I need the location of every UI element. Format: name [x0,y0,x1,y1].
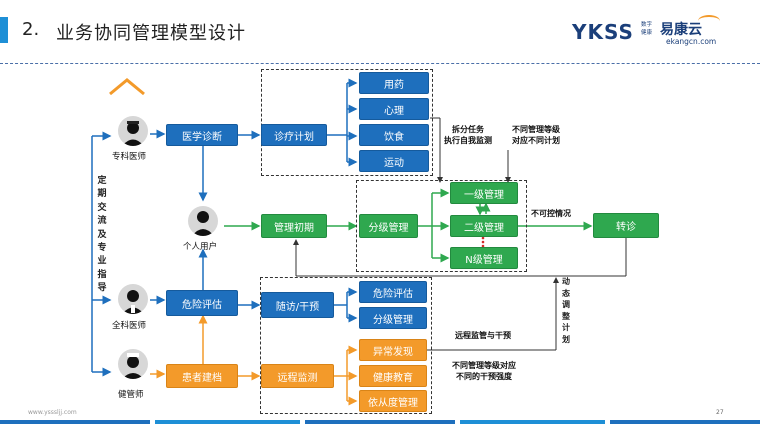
side-note: 定期交流及专业指导 [97,176,107,294]
node-levelN[interactable]: N级管理 [450,247,518,269]
node-referral[interactable]: 转诊 [593,213,659,238]
footer-page-number: 27 [716,409,724,416]
node-psychology[interactable]: 心理 [359,98,429,120]
page-title: 业务协同管理模型设计 [56,23,246,44]
doctor-icon [122,121,144,146]
node-exercise[interactable]: 运动 [359,150,429,172]
node-level1[interactable]: 一级管理 [450,182,518,204]
physician-icon [122,290,144,314]
chevron-up-icon [109,78,145,96]
node-management-init[interactable]: 管理初期 [261,214,327,238]
footer-site: www.ysssljj.com [28,409,77,416]
header-divider [0,63,760,64]
annotation-uncontrollable: 不可控情况 [531,209,571,218]
node-diet[interactable]: 饮食 [359,124,429,146]
node-remote-monitoring[interactable]: 远程监测 [261,364,334,388]
intervention-group-frame [260,277,432,414]
gp-label: 全科医师 [112,321,147,331]
annotation-split-tasks: 拆分任务 执行自我监测 [444,125,492,145]
treatment-group-frame [261,69,433,176]
node-patient-record[interactable]: 患者建档 [166,364,238,388]
brand-logo: YKSS 数字 健康 易康云 ekangcn.com [572,15,732,48]
node-risk-assessment[interactable]: 危险评估 [166,290,238,316]
logo-tag-2: 健康 [641,30,653,36]
manager-label: 健管师 [118,390,144,400]
annotation-intensity: 不同管理等级对应 不同的干预强度 [452,361,516,381]
nurse-icon [122,353,144,379]
annotation-diff-levels: 不同管理等级 对应不同计划 [512,125,560,145]
annotation-remote-supervision: 远程监管与干预 [455,331,511,340]
node-compliance[interactable]: 依从度管理 [359,390,427,412]
manager-avatar [118,349,148,379]
logo-tag-1: 数字 [641,22,653,28]
section-number: 2. [22,19,40,40]
node-treatment-plan[interactable]: 诊疗计划 [261,124,327,146]
node-abnormal[interactable]: 异常发现 [359,339,427,361]
logo-url: ekangcn.com [666,37,717,46]
patient-avatar [188,206,218,236]
logo-main: YKSS [572,20,634,44]
node-followup[interactable]: 随访/干预 [261,292,334,318]
node-health-education[interactable]: 健康教育 [359,365,427,387]
node-risk-assessment-2[interactable]: 危险评估 [359,281,427,303]
user-icon [192,211,214,236]
node-medication[interactable]: 用药 [359,72,429,94]
patient-label: 个人用户 [183,242,218,252]
node-grading-2[interactable]: 分级管理 [359,307,427,329]
annotation-dynamic-adjust: 动态调整计划 [562,277,570,344]
node-diagnosis[interactable]: 医学诊断 [166,124,238,146]
logo-brand: 易康云 [660,22,702,38]
gp-avatar [118,284,148,314]
node-level2[interactable]: 二级管理 [450,215,518,237]
header-accent-bar [0,17,8,43]
logo-swoosh-icon [698,15,720,27]
specialist-avatar [118,116,148,146]
grading-group-frame [356,180,527,272]
specialist-label: 专科医师 [112,152,147,162]
node-grading[interactable]: 分级管理 [359,214,418,238]
